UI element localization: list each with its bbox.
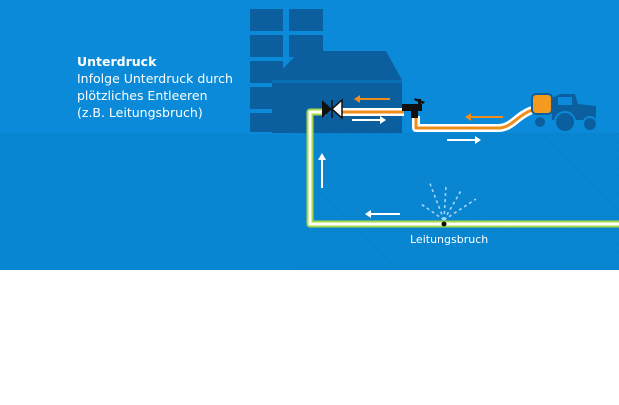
arrow-left-orange <box>354 95 390 103</box>
arrow-right-white <box>447 136 481 144</box>
arrow-left-white <box>365 210 400 218</box>
break-point <box>441 221 447 227</box>
backflow-arrows <box>354 95 503 121</box>
flow-arrows <box>318 116 481 218</box>
water-pipe <box>306 108 619 228</box>
ground-hatch <box>300 133 619 270</box>
caption-title: Unterdruck <box>77 54 157 69</box>
caption-line: (z.B. Leitungsbruch) <box>77 105 203 120</box>
house-eave <box>272 80 402 83</box>
water-spray-icon <box>420 180 477 221</box>
check-valve-icon <box>322 98 343 120</box>
water-tap-icon <box>402 98 425 118</box>
caption: Unterdruck Infolge Unterdruck durch plöt… <box>77 53 233 121</box>
hose-to-tank <box>342 106 534 132</box>
diagram-scene: Unterdruck Infolge Unterdruck durch plöt… <box>0 0 619 270</box>
caption-line: plötzliches Entleeren <box>77 88 208 103</box>
diagram-svg <box>248 7 619 270</box>
tractor-icon <box>531 93 598 133</box>
caption-line: Infolge Unterdruck durch <box>77 71 233 86</box>
arrow-up-white <box>318 153 326 188</box>
arrow-left-orange <box>465 113 503 121</box>
break-label: Leitungsbruch <box>410 233 489 246</box>
arrow-right-white <box>352 116 386 124</box>
